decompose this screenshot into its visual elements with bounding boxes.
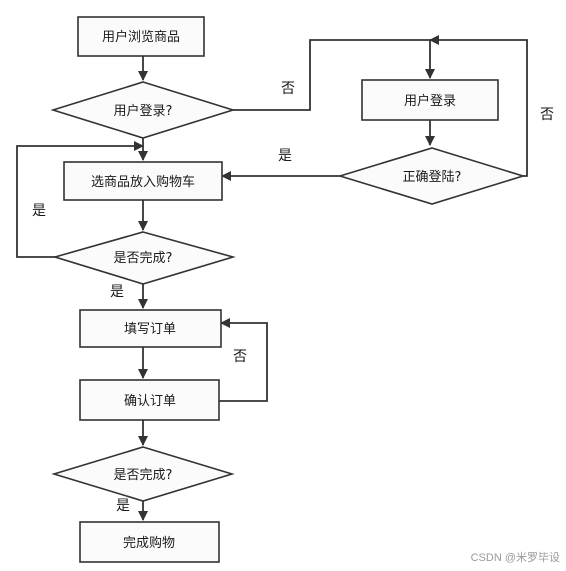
watermark: CSDN @米罗毕设 — [470, 552, 560, 564]
edge-label-done2-yes: 是 — [116, 498, 130, 514]
node-add-cart: 选商品放入购物车 — [63, 161, 223, 201]
node-correct-question: 正确登陆? — [337, 147, 526, 205]
node-confirm-order: 确认订单 — [79, 379, 220, 421]
edge-label-login-no: 否 — [281, 81, 295, 97]
node-done-question-2: 是否完成? — [51, 446, 235, 502]
node-add-cart-label: 选商品放入购物车 — [91, 174, 195, 190]
edge-label-correct-no: 否 — [540, 107, 554, 123]
node-done-question-2-label: 是否完成? — [114, 468, 173, 483]
node-correct-question-label: 正确登陆? — [403, 169, 462, 185]
node-finish: 完成购物 — [79, 521, 220, 563]
edge-label-confirm-no: 否 — [233, 349, 247, 365]
node-done-question-1-label: 是否完成? — [114, 251, 173, 266]
edge-loginq-no-to-login — [233, 39, 435, 111]
edge-confirm-no-back-to-fill — [219, 318, 268, 402]
node-login: 用户登录 — [361, 79, 499, 121]
node-browse-label: 用户浏览商品 — [102, 29, 180, 45]
node-fill-order: 填写订单 — [79, 309, 222, 348]
edge-doneq1-loop-back — [16, 141, 144, 258]
node-login-question-label: 用户登录? — [114, 103, 173, 119]
node-finish-label: 完成购物 — [123, 535, 175, 551]
edge-label-loop-yes: 是 — [32, 203, 46, 219]
node-login-label: 用户登录 — [404, 93, 456, 109]
node-confirm-order-label: 确认订单 — [124, 394, 176, 409]
node-done-question-1: 是否完成? — [52, 231, 236, 285]
node-browse: 用户浏览商品 — [77, 16, 205, 57]
edge-label-done1-yes: 是 — [110, 284, 124, 300]
node-fill-order-label: 填写订单 — [124, 322, 176, 337]
node-login-question: 用户登录? — [50, 81, 236, 139]
edge-label-correct-yes: 是 — [278, 148, 292, 164]
